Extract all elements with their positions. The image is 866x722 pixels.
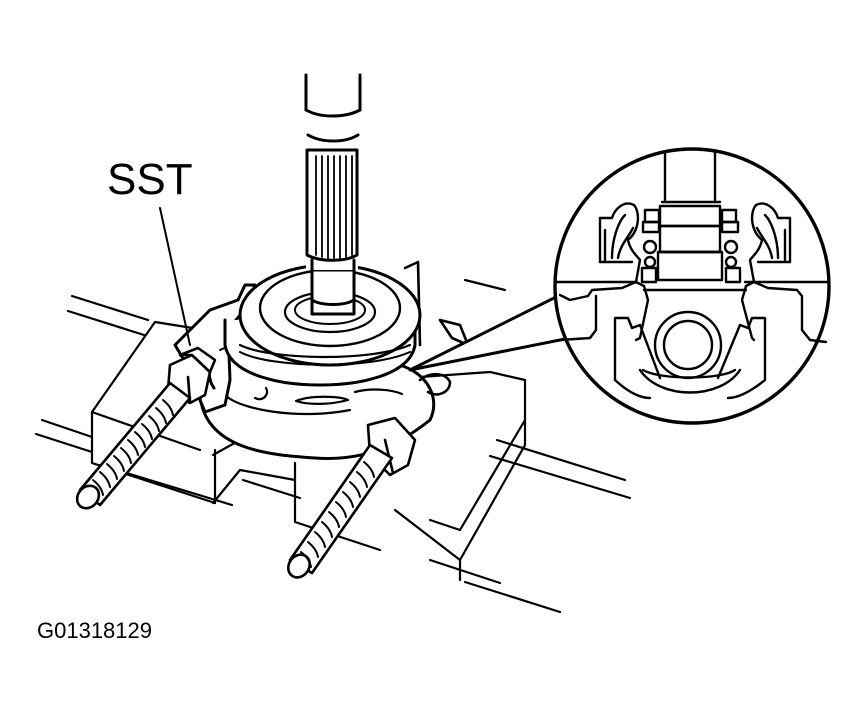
sst-leader-line — [159, 207, 191, 346]
right-threaded-rod — [287, 443, 394, 579]
left-threaded-rod — [75, 381, 192, 510]
sst-label: SST — [107, 155, 193, 204]
figure-id-label: G01318129 — [37, 618, 152, 643]
right-support-block — [393, 370, 562, 614]
detail-inset — [553, 147, 831, 425]
propeller-shaft — [304, 73, 362, 316]
bench-rails — [34, 278, 632, 585]
